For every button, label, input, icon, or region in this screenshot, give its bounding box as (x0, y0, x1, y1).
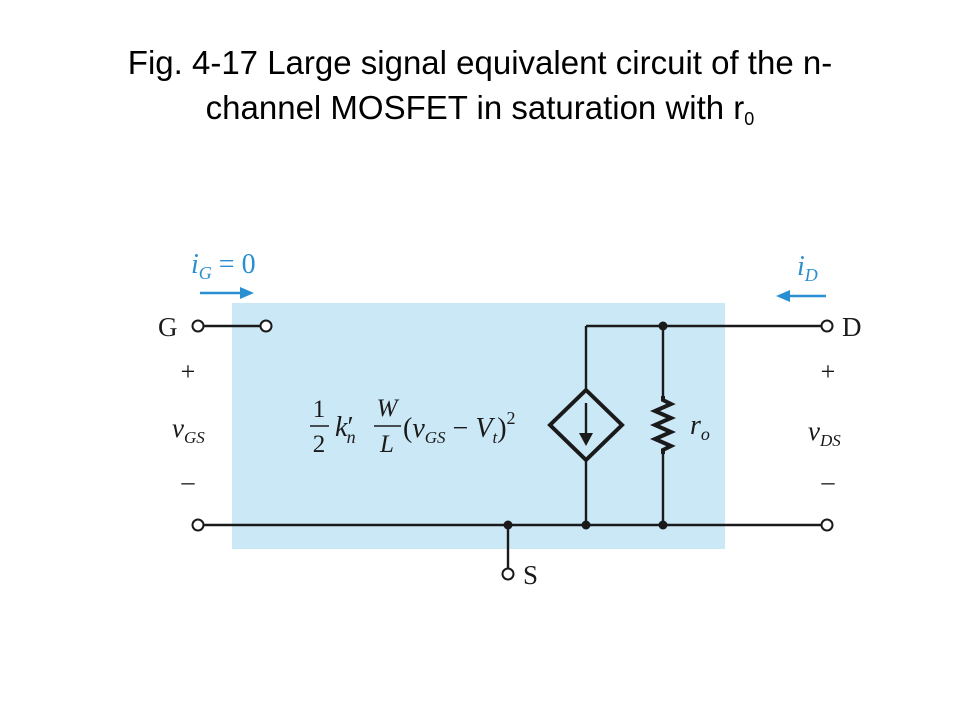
gate-minus-sign: – (181, 467, 196, 496)
w-numerator: W (377, 395, 400, 422)
resistor-icon (650, 396, 676, 454)
vgs-label: vGS (172, 413, 205, 447)
junction-dot (581, 520, 591, 530)
drain-label: D (842, 312, 862, 342)
source-terminal (501, 567, 515, 581)
junction-dot (658, 321, 668, 331)
gate-terminal (191, 319, 205, 333)
overdrive-term: (vGS − Vt)2 (403, 408, 516, 447)
source-label: S (523, 560, 538, 590)
dependent-current-source (547, 387, 625, 463)
drain-current-label: iD (797, 251, 818, 285)
current-equation: 1 2 k′n W L (vGS − Vt)2 (310, 395, 516, 458)
ro-label: ro (690, 410, 710, 444)
left-arrow-icon (776, 290, 790, 302)
l-denominator: L (379, 431, 394, 458)
half-denominator: 2 (313, 431, 326, 458)
drain-bottom-terminal (820, 518, 834, 532)
slide-title: Fig. 4-17 Large signal equivalent circui… (0, 40, 960, 142)
drain-terminal (820, 319, 834, 333)
title-line-1: Fig. 4-17 Large signal equivalent circui… (127, 44, 833, 81)
drain-plus-sign: + (821, 357, 836, 386)
gate-bottom-terminal (191, 518, 205, 532)
gate-plus-sign: + (181, 357, 196, 386)
title-line-2: channel MOSFET in saturation with r0 (0, 85, 960, 142)
terminals (191, 319, 834, 581)
gate-current-arrow (200, 287, 254, 299)
junction-dot (503, 520, 513, 530)
drain-current-arrow (776, 290, 826, 302)
title-line-2-text: channel MOSFET in saturation with r (205, 89, 745, 126)
gate-current-label: iG = 0 (191, 249, 256, 283)
right-arrow-icon (240, 287, 254, 299)
drain-minus-sign: – (821, 467, 836, 496)
half-numerator: 1 (313, 396, 326, 423)
gate-inner-terminal (259, 319, 273, 333)
junction-dot (658, 520, 668, 530)
vds-label: vDS (808, 416, 841, 450)
down-arrow-icon (579, 433, 593, 446)
junction-dots (503, 321, 668, 530)
gate-label: G (158, 312, 178, 342)
title-subscript: 0 (744, 109, 755, 129)
k-prime-term: k′n (335, 412, 356, 447)
